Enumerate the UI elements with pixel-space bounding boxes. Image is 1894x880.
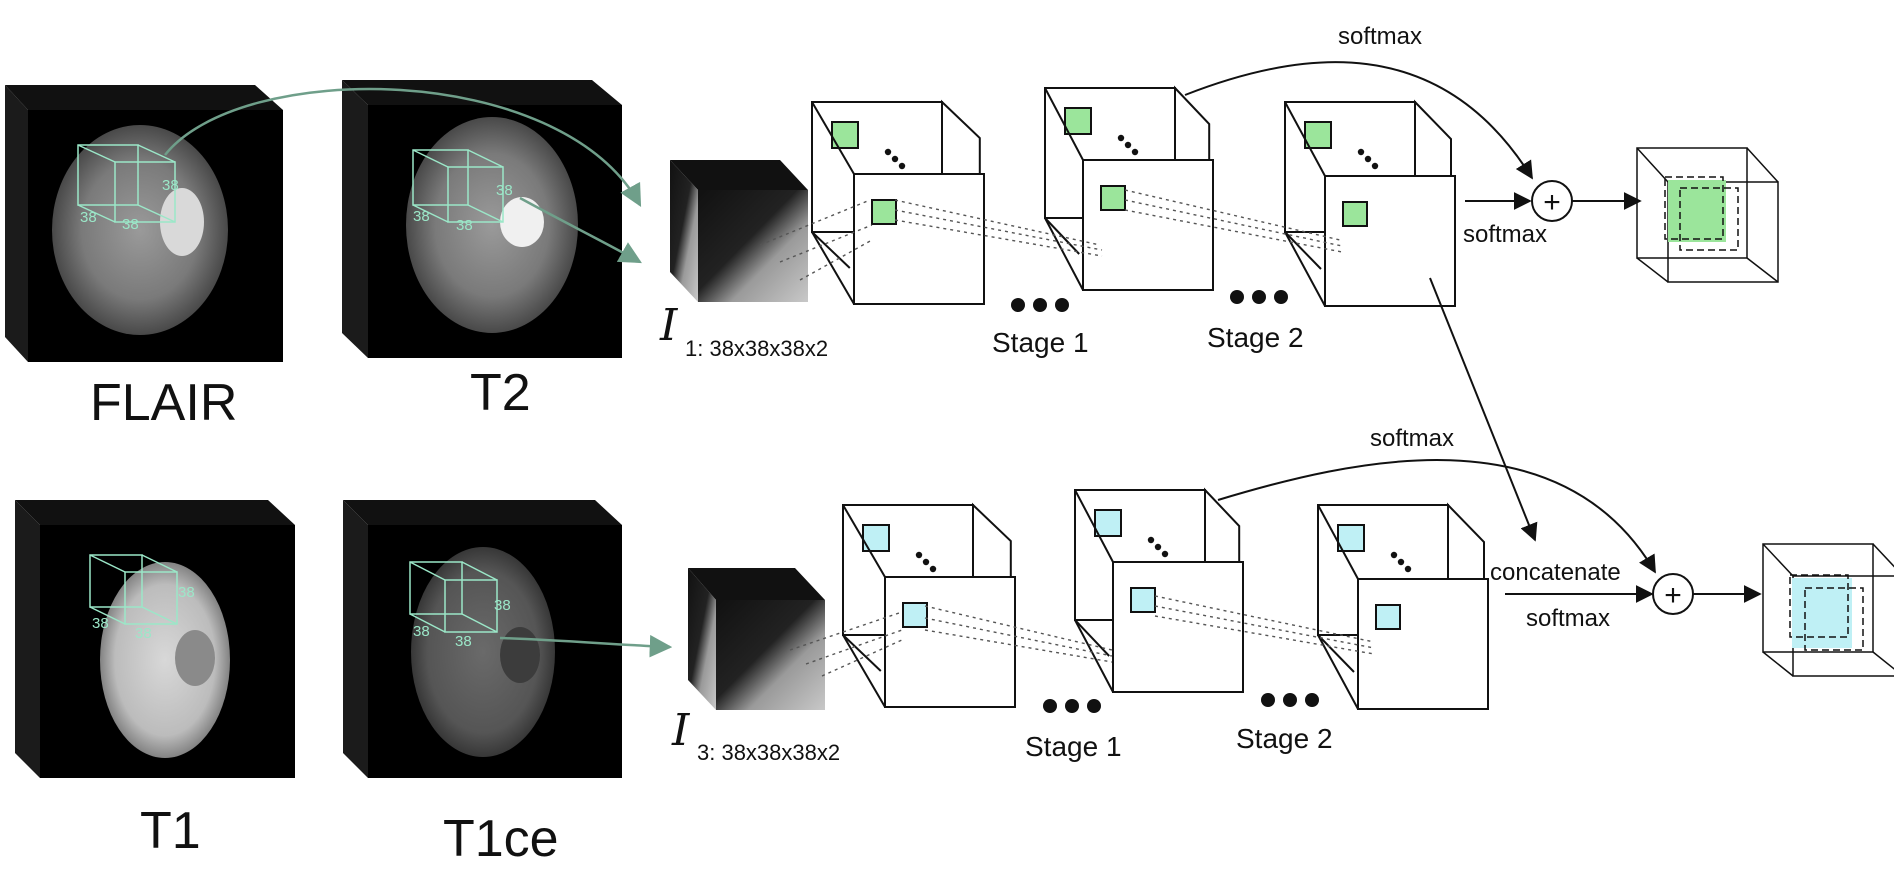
input-label-top: I 1: 38x38x38x2	[659, 300, 828, 361]
cube-dim-label: 38	[413, 208, 430, 225]
kernel-patch	[1130, 587, 1156, 613]
patch-box-icon	[409, 561, 498, 633]
feature-map-stack	[1044, 85, 1214, 291]
op-label-softmax: softmax	[1370, 425, 1454, 452]
skip-arrow-top	[1184, 61, 1533, 180]
skip-arrow-bottom	[1217, 459, 1656, 574]
kernel-patch	[1304, 121, 1332, 149]
cube-dim-label: 38	[413, 623, 430, 640]
kernel-patch	[1094, 509, 1122, 537]
op-label-softmax: softmax	[1338, 23, 1422, 50]
sum-node-bottom: +	[1652, 573, 1694, 615]
cube-dim-label: 38	[122, 216, 139, 233]
cube-dim-label: 38	[455, 633, 472, 650]
feature-map-stack	[1074, 487, 1244, 693]
t1ce-volume: 38 38 38	[343, 500, 622, 778]
op-label-softmax: softmax	[1463, 221, 1547, 248]
feature-map-stack	[1317, 502, 1489, 710]
input-label-bottom: I 3: 38x38x38x2	[671, 705, 840, 765]
flair-volume: 38 38 38	[5, 85, 283, 362]
stage-label: Stage 1	[1025, 731, 1122, 762]
kernel-patch	[1375, 604, 1401, 630]
feature-map-stacks	[811, 85, 1489, 710]
cube-dim-label: 38	[456, 217, 473, 234]
svg-text:+: +	[1664, 579, 1682, 612]
cube-dim-label: 38	[494, 597, 511, 614]
receptive-field-lines	[759, 189, 1375, 677]
stage-label: Stage 1	[992, 327, 1089, 358]
kernel-patch	[902, 602, 928, 628]
svg-text:I: I	[671, 705, 691, 756]
sum-node-top: +	[1531, 180, 1573, 222]
teal-arrows	[164, 87, 673, 658]
patch-box-icon	[77, 144, 176, 223]
kernel-patch	[1100, 185, 1126, 211]
modality-label-t2: T2	[470, 364, 531, 422]
input-patch-bottom	[688, 568, 825, 710]
cube-dim-label: 38	[178, 584, 195, 601]
svg-text:+: +	[1543, 186, 1561, 219]
stage-label: Stage 2	[1236, 723, 1333, 754]
op-label-concatenate: concatenate	[1490, 559, 1621, 586]
feature-map-stack	[811, 99, 985, 305]
kernel-patch	[871, 199, 897, 225]
kernel-patch	[1337, 524, 1365, 552]
svg-text:I: I	[659, 300, 679, 351]
t2-volume: 38 38 38	[342, 80, 622, 358]
kernel-patch	[1342, 201, 1368, 227]
patch-box-icon	[89, 554, 178, 625]
ellipsis-dots	[1011, 290, 1319, 713]
t1-volume: 38 38 38	[15, 500, 295, 778]
feature-map-stack	[1284, 99, 1456, 307]
stage-label: Stage 2	[1207, 322, 1304, 353]
input-patch-top	[670, 160, 808, 302]
kernel-patch	[1064, 107, 1092, 135]
feature-map-stack	[842, 502, 1016, 708]
svg-text:1: 38x38x38x2: 1: 38x38x38x2	[685, 336, 828, 361]
patch-box-icon	[412, 149, 504, 223]
output-cube-bottom	[1762, 543, 1894, 677]
cube-dim-label: 38	[162, 177, 179, 194]
svg-text:3: 38x38x38x2: 3: 38x38x38x2	[697, 740, 840, 765]
modality-label-flair: FLAIR	[90, 374, 237, 432]
cube-dim-label: 38	[496, 182, 513, 199]
cube-dim-label: 38	[92, 615, 109, 632]
output-cube-top	[1636, 147, 1779, 283]
modality-label-t1ce: T1ce	[443, 810, 559, 868]
op-label-softmax: softmax	[1526, 605, 1610, 632]
cube-dim-label: 38	[80, 209, 97, 226]
cascade-arrow	[1429, 277, 1538, 542]
cube-dim-label: 38	[135, 625, 152, 642]
modality-label-t1: T1	[140, 802, 201, 860]
